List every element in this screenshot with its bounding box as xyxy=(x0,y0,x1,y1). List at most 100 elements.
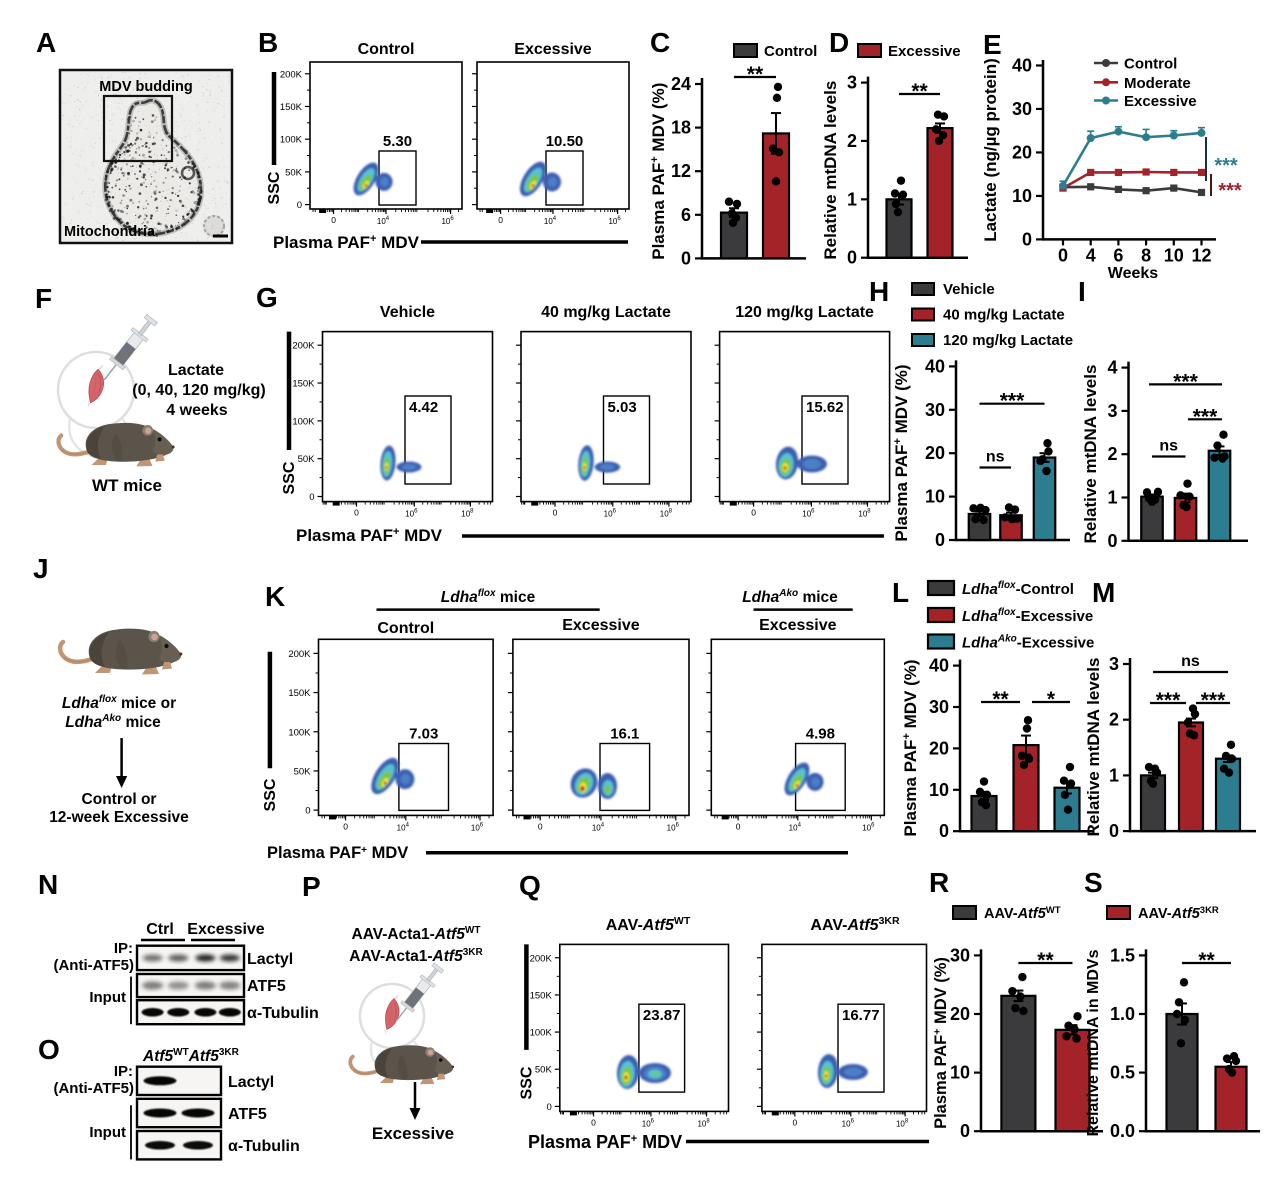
svg-text:0: 0 xyxy=(354,508,359,518)
svg-text:0: 0 xyxy=(305,806,310,817)
svg-text:Control: Control xyxy=(377,620,434,637)
svg-text:1.5: 1.5 xyxy=(1110,945,1135,965)
svg-text:Lactyl: Lactyl xyxy=(228,1074,274,1091)
svg-text:Relative mtDNA levels: Relative mtDNA levels xyxy=(821,81,840,260)
svg-text:16.77: 16.77 xyxy=(842,1007,880,1024)
svg-text:IP:: IP: xyxy=(114,940,133,957)
svg-text:20: 20 xyxy=(925,443,945,463)
svg-text:0.5: 0.5 xyxy=(1110,1063,1135,1083)
svg-text:150K: 150K xyxy=(292,379,315,390)
svg-text:40: 40 xyxy=(929,656,949,676)
svg-text:20: 20 xyxy=(929,738,949,758)
svg-text:108: 108 xyxy=(461,509,474,519)
svg-text:6: 6 xyxy=(681,205,691,225)
svg-text:R: R xyxy=(929,867,949,898)
svg-text:104: 104 xyxy=(544,216,557,226)
svg-text:1: 1 xyxy=(1107,488,1117,508)
svg-text:0: 0 xyxy=(960,1121,970,1141)
svg-text:6: 6 xyxy=(1113,245,1123,265)
svg-text:40: 40 xyxy=(925,356,945,376)
svg-text:15.62: 15.62 xyxy=(806,399,844,416)
svg-text:LdhaAko-Excessive: LdhaAko-Excessive xyxy=(962,634,1094,652)
svg-text:3: 3 xyxy=(847,73,857,93)
svg-text:Weeks: Weeks xyxy=(1108,265,1159,282)
svg-text:Vehicle: Vehicle xyxy=(943,281,995,298)
svg-text:***: *** xyxy=(1218,180,1242,202)
svg-text:20: 20 xyxy=(950,1004,970,1024)
svg-text:Input: Input xyxy=(89,989,126,1006)
svg-text:Control: Control xyxy=(764,43,817,60)
svg-text:40: 40 xyxy=(1012,55,1032,75)
svg-text:Control or: Control or xyxy=(82,791,157,808)
svg-text:50K: 50K xyxy=(298,454,316,465)
svg-text:106: 106 xyxy=(471,822,484,832)
svg-text:106: 106 xyxy=(604,509,617,519)
svg-text:106: 106 xyxy=(405,509,418,519)
svg-text:104: 104 xyxy=(397,822,410,832)
svg-text:5.03: 5.03 xyxy=(608,399,637,416)
svg-text:H: H xyxy=(869,276,889,307)
svg-text:106: 106 xyxy=(441,216,454,226)
svg-text:***: *** xyxy=(1201,689,1226,712)
svg-text:Ldhaflox mice or: Ldhaflox mice or xyxy=(62,694,176,712)
svg-text:0: 0 xyxy=(1022,229,1032,249)
svg-text:0: 0 xyxy=(331,215,336,225)
svg-text:Relative mtDNA in MDVs: Relative mtDNA in MDVs xyxy=(1085,949,1102,1136)
svg-text:40 mg/kg Lactate: 40 mg/kg Lactate xyxy=(943,307,1065,324)
svg-text:**: ** xyxy=(1037,949,1054,972)
svg-text:Plasma PAF+ MDV: Plasma PAF+ MDV xyxy=(296,526,443,545)
svg-text:10: 10 xyxy=(929,780,949,800)
svg-text:10: 10 xyxy=(925,487,945,507)
svg-text:C: C xyxy=(650,27,670,58)
svg-text:100K: 100K xyxy=(530,1028,553,1039)
svg-text:AAV-Atf5WT: AAV-Atf5WT xyxy=(606,915,691,934)
svg-text:0: 0 xyxy=(553,508,558,518)
svg-text:0: 0 xyxy=(681,248,691,268)
svg-text:8: 8 xyxy=(1141,245,1151,265)
svg-text:Plasma PAF+ MDV: Plasma PAF+ MDV xyxy=(528,1132,682,1152)
svg-text:12-week Excessive: 12-week Excessive xyxy=(49,809,189,826)
svg-text:108: 108 xyxy=(660,509,673,519)
svg-text:I: I xyxy=(1078,276,1086,307)
svg-text:Excessive: Excessive xyxy=(514,41,592,58)
svg-text:Input: Input xyxy=(89,1124,126,1141)
svg-text:10: 10 xyxy=(950,1063,970,1083)
svg-text:106: 106 xyxy=(802,509,815,519)
svg-text:150K: 150K xyxy=(280,102,303,113)
svg-text:AAV-Acta1-Atf5WT: AAV-Acta1-Atf5WT xyxy=(352,925,481,943)
svg-text:***: *** xyxy=(1193,405,1218,428)
svg-text:LdhaAko mice: LdhaAko mice xyxy=(742,588,838,606)
svg-text:100K: 100K xyxy=(280,135,303,146)
svg-text:120 mg/kg Lactate: 120 mg/kg Lactate xyxy=(943,332,1073,349)
svg-text:0: 0 xyxy=(1107,531,1117,551)
svg-text:O: O xyxy=(38,1034,60,1065)
svg-text:100K: 100K xyxy=(288,727,311,738)
svg-text:Relative mtDNA levels: Relative mtDNA levels xyxy=(1084,658,1103,837)
svg-text:L: L xyxy=(892,577,909,608)
svg-text:ATF5: ATF5 xyxy=(247,978,286,995)
svg-text:50K: 50K xyxy=(294,766,312,777)
svg-text:Excessive: Excessive xyxy=(759,617,837,634)
svg-text:0: 0 xyxy=(847,248,857,268)
svg-text:200K: 200K xyxy=(288,649,311,660)
svg-text:Excessive: Excessive xyxy=(888,43,961,60)
svg-text:23.87: 23.87 xyxy=(643,1007,681,1024)
svg-text:108: 108 xyxy=(858,509,871,519)
svg-text:α-Tubulin: α-Tubulin xyxy=(247,1005,319,1022)
svg-text:Lactate: Lactate xyxy=(168,362,224,379)
svg-text:0: 0 xyxy=(591,1117,596,1127)
svg-text:J: J xyxy=(33,553,49,584)
svg-text:120 mg/kg Lactate: 120 mg/kg Lactate xyxy=(735,304,874,321)
svg-text:**: ** xyxy=(747,63,764,86)
svg-text:AAV-Atf5WT: AAV-Atf5WT xyxy=(984,905,1061,922)
svg-text:F: F xyxy=(35,283,52,314)
svg-text:Excessive: Excessive xyxy=(562,617,640,634)
svg-text:AAV-Acta1-Atf53KR: AAV-Acta1-Atf53KR xyxy=(349,947,483,965)
svg-text:A: A xyxy=(36,27,56,58)
svg-text:α-Tubulin: α-Tubulin xyxy=(228,1138,300,1155)
svg-text:4: 4 xyxy=(1086,245,1096,265)
svg-text:***: *** xyxy=(1156,689,1181,712)
svg-text:30: 30 xyxy=(925,400,945,420)
svg-text:7.03: 7.03 xyxy=(409,726,438,743)
svg-text:Control: Control xyxy=(1124,56,1177,73)
